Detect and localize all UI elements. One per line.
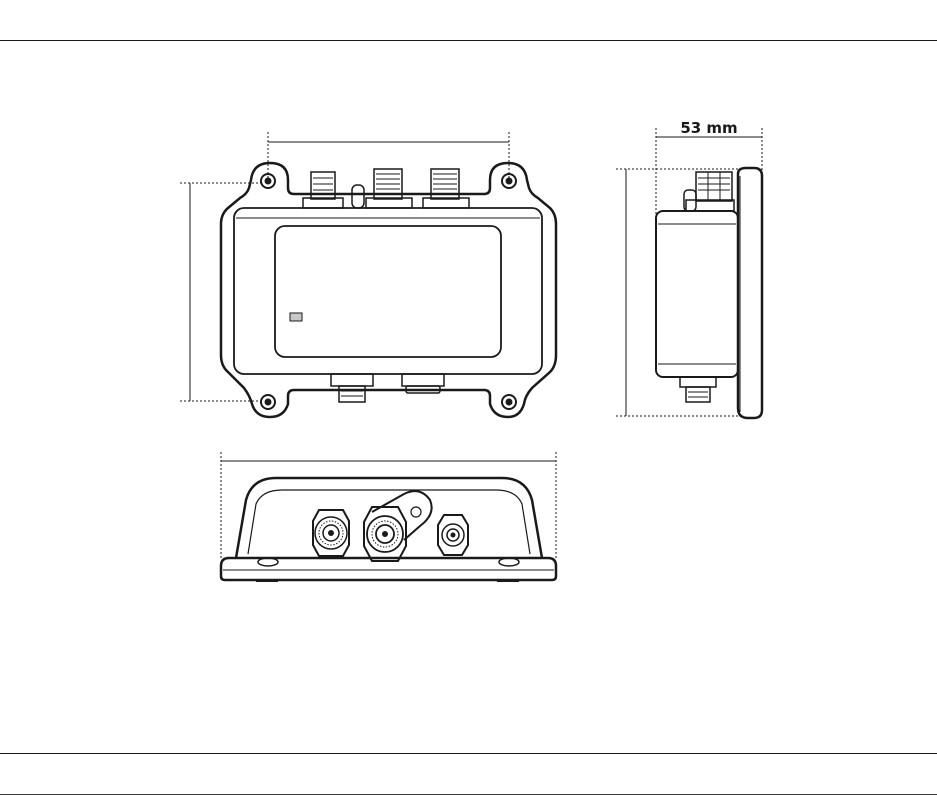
depth-dimension-label: 53 mm bbox=[680, 119, 737, 137]
side-top-connector bbox=[684, 172, 734, 211]
side-bottom-connector bbox=[680, 377, 716, 402]
mounting-hole bbox=[502, 395, 516, 409]
status-led bbox=[290, 313, 302, 321]
front-connector-right bbox=[438, 515, 468, 555]
top-connector-middle bbox=[366, 169, 412, 208]
side-view: 53 mm bbox=[616, 119, 762, 418]
bottom-connector-left bbox=[331, 374, 373, 402]
top-view bbox=[180, 132, 556, 417]
top-cable-gland bbox=[352, 185, 364, 208]
top-connector-right bbox=[423, 169, 469, 208]
mounting-hole bbox=[261, 395, 275, 409]
front-view bbox=[221, 452, 556, 582]
top-connector-left bbox=[303, 172, 343, 208]
front-connector-center bbox=[364, 491, 432, 561]
front-connector-left bbox=[313, 510, 349, 556]
